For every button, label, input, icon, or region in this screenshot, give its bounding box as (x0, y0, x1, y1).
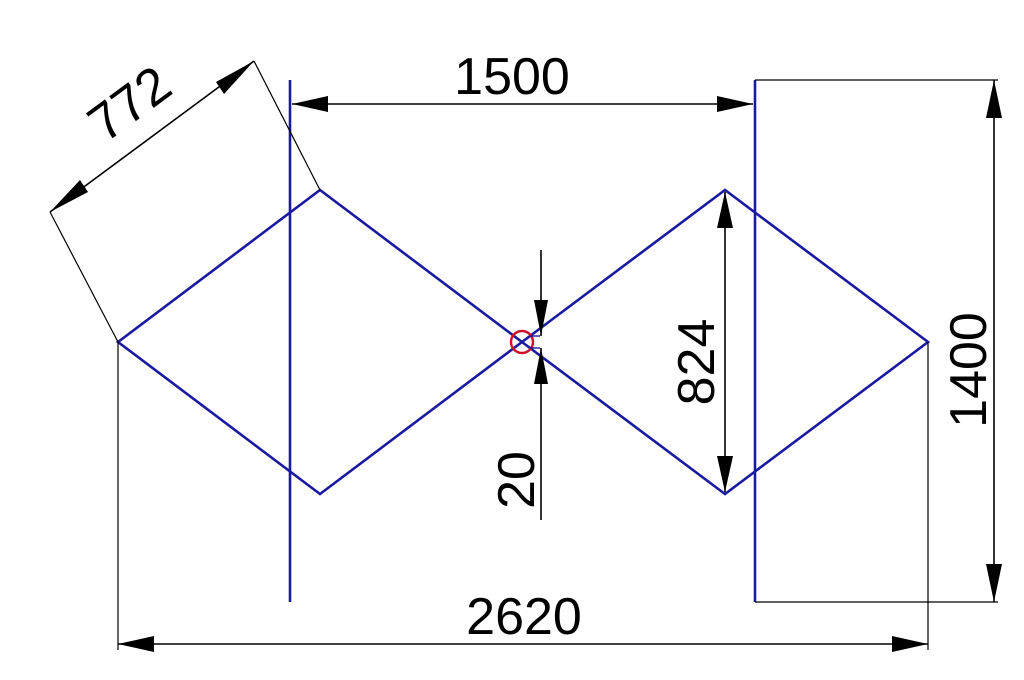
dimension-772: 772 (49, 55, 321, 343)
arrow-20-bottom (534, 348, 548, 384)
feed-point-circle-icon (509, 329, 535, 355)
ext-line-772-a (49, 211, 119, 343)
antenna-elements (115, 80, 931, 602)
arrow-824-top (717, 192, 733, 228)
label-2620: 2620 (466, 588, 582, 646)
label-772: 772 (78, 55, 182, 153)
dimension-824: 824 (668, 192, 733, 492)
ext-line-772-b (253, 60, 321, 191)
left-diamond-element (115, 188, 525, 496)
arrow-1400-top (986, 80, 1002, 118)
arrow-1500-end (717, 96, 753, 112)
arrow-1400-bottom (986, 564, 1002, 602)
arrow-824-bottom (717, 456, 733, 492)
arrow-1500-start (292, 96, 328, 112)
label-824: 824 (668, 319, 726, 406)
dimension-2620: 2620 (117, 342, 929, 652)
arrow-2620-start (118, 636, 154, 652)
feed-point (509, 329, 540, 355)
arrow-2620-end (892, 636, 928, 652)
arrow-772-start (50, 180, 88, 212)
dimension-1400: 1400 (755, 79, 1002, 603)
arrow-772-end (216, 61, 254, 94)
label-1400: 1400 (940, 312, 998, 428)
label-20: 20 (488, 451, 546, 509)
arrow-20-top (534, 300, 548, 336)
dimension-20: 20 (488, 250, 548, 520)
dimension-1500: 1500 (292, 48, 753, 112)
label-1500: 1500 (454, 48, 570, 106)
